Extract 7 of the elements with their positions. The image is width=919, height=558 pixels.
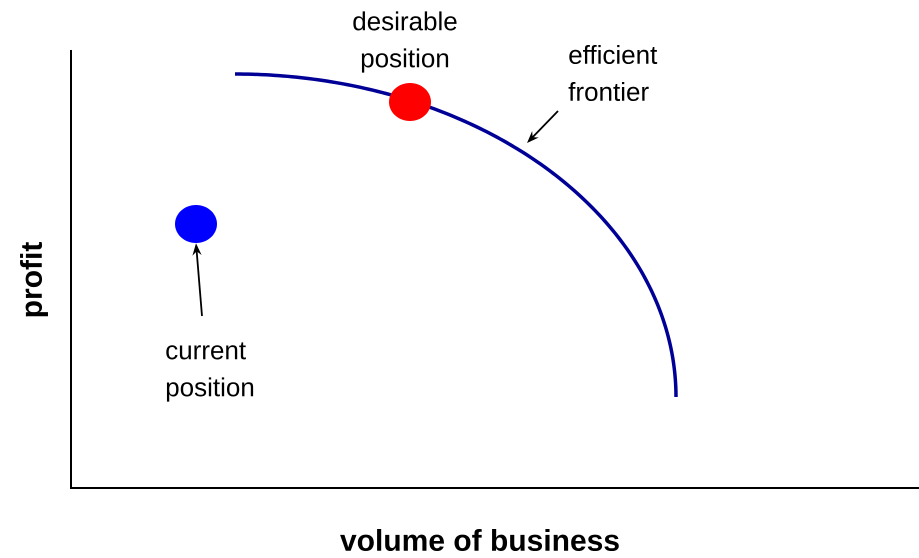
text-label: desirable position (353, 11, 457, 73)
position-dot (389, 83, 431, 121)
text-label: current position (166, 342, 254, 402)
text-label: efficient frontier (568, 44, 658, 102)
axis-title: volume of business (340, 529, 619, 552)
axis-title: profit (20, 242, 48, 316)
position-dot (175, 205, 217, 243)
